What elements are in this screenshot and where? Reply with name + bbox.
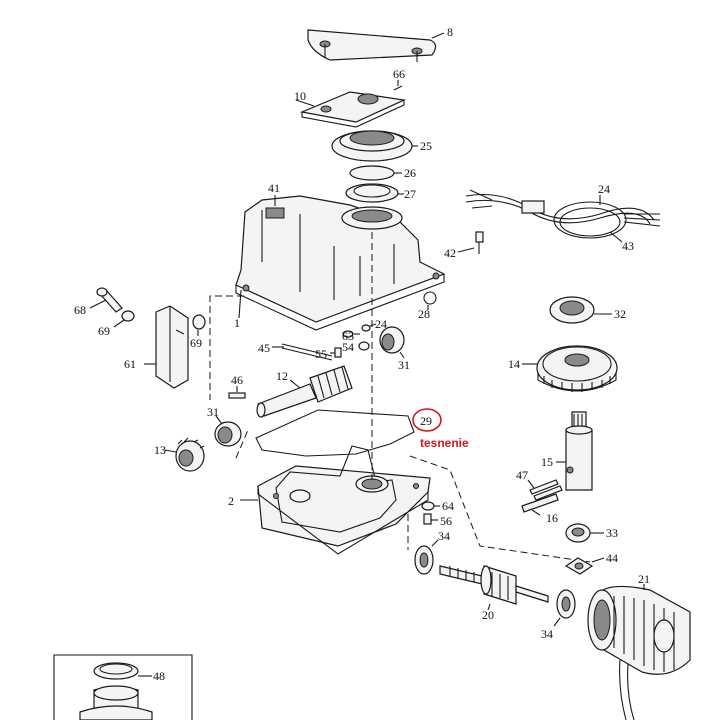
part-15-output-shaft (556, 411, 593, 491)
part-34-bearing-left (414, 539, 439, 575)
callout-20: 20 (482, 608, 494, 622)
callout-27: 27 (404, 187, 416, 201)
part-31-bearing-upper (379, 326, 405, 359)
part-61-bracket (144, 305, 189, 389)
callout-16: 16 (546, 511, 558, 525)
part-47-pins (527, 479, 563, 501)
callout-45: 45 (258, 341, 270, 355)
part-69-nut-right (192, 314, 206, 336)
callout-24-cable: 24 (598, 182, 610, 196)
part-29-gasket (255, 409, 415, 457)
part-69-nut-left (113, 310, 135, 328)
callout-10: 10 (294, 89, 306, 103)
part-28-oring (423, 291, 437, 310)
part-31-bearing-lower (214, 415, 242, 447)
highlight-circle-29 (412, 408, 442, 432)
part-26-washer (349, 165, 402, 181)
part-24-cable-loom (465, 189, 661, 243)
part-2-lower-housing (240, 445, 431, 555)
part-34-bearing-right (553, 589, 576, 627)
part-68-bolt (89, 287, 123, 313)
callout-21: 21 (638, 572, 650, 586)
part-24-small-screw (361, 323, 377, 332)
part-33-bearing (565, 523, 604, 543)
callout-61: 61 (124, 357, 136, 371)
callout-1: 1 (234, 316, 240, 330)
callout-64: 64 (442, 499, 454, 513)
part-42-screw (457, 231, 484, 254)
part-21-stator (587, 584, 691, 720)
part-27-ring (345, 183, 404, 203)
callout-56: 56 (440, 514, 452, 528)
callout-14: 14 (508, 357, 520, 371)
callout-31-lower: 31 (207, 405, 219, 419)
callout-47: 47 (516, 468, 528, 482)
part-16-pin (521, 493, 559, 516)
callout-32: 32 (614, 307, 626, 321)
callout-42: 42 (444, 246, 456, 260)
callout-54: 54 (342, 340, 354, 354)
callout-48: 48 (153, 669, 165, 683)
part-1-housing (235, 195, 446, 331)
part-41-plug (265, 207, 285, 219)
part-56-screw (423, 513, 438, 525)
callout-29: 29 (420, 414, 432, 428)
callout-24-screw: 24 (375, 317, 387, 331)
part-46-key (228, 386, 246, 399)
part-45-pin (272, 343, 333, 361)
callout-46: 46 (231, 373, 243, 387)
part-13-pinion (164, 437, 205, 472)
callout-34-left: 34 (438, 529, 450, 543)
callout-26: 26 (404, 166, 416, 180)
callout-43: 43 (622, 239, 634, 253)
part-12-worm-shaft (256, 365, 353, 418)
callout-66: 66 (393, 67, 405, 81)
inset-box (53, 654, 193, 720)
part-20-rotor (439, 565, 549, 611)
part-63-washer (342, 330, 360, 338)
part-25-bearing (331, 130, 418, 162)
annotation-tesnenie: tesnenie (420, 436, 469, 450)
callout-34-right: 34 (541, 627, 553, 641)
callout-55: 55 (315, 347, 327, 361)
callout-68: 68 (74, 303, 86, 317)
part-64-washer (421, 501, 440, 511)
assembly-line-shaft (409, 455, 591, 563)
callout-41: 41 (268, 181, 280, 195)
callout-8: 8 (447, 25, 453, 39)
callout-13: 13 (154, 443, 166, 457)
callout-2: 2 (228, 494, 234, 508)
callout-69-left: 69 (98, 324, 110, 338)
callout-33: 33 (606, 526, 618, 540)
assembly-line-pinion (235, 429, 249, 459)
assembly-line-bracket (209, 295, 244, 400)
part-66-pin (393, 80, 403, 91)
part-54-nut (358, 341, 370, 351)
callout-25: 25 (420, 139, 432, 153)
part-14-gear (522, 345, 618, 392)
callout-63: 63 (342, 329, 354, 343)
part-8-top-plate (307, 29, 445, 62)
callout-44: 44 (606, 551, 618, 565)
part-55-screw (330, 347, 342, 358)
part-10-gear-plate (295, 91, 407, 128)
callout-12: 12 (276, 369, 288, 383)
callout-28: 28 (418, 307, 430, 321)
callout-69-right: 69 (190, 336, 202, 350)
part-32-bearing (549, 296, 612, 324)
callout-15: 15 (541, 455, 553, 469)
callout-31-upper: 31 (398, 358, 410, 372)
part-44-clip (564, 557, 605, 575)
